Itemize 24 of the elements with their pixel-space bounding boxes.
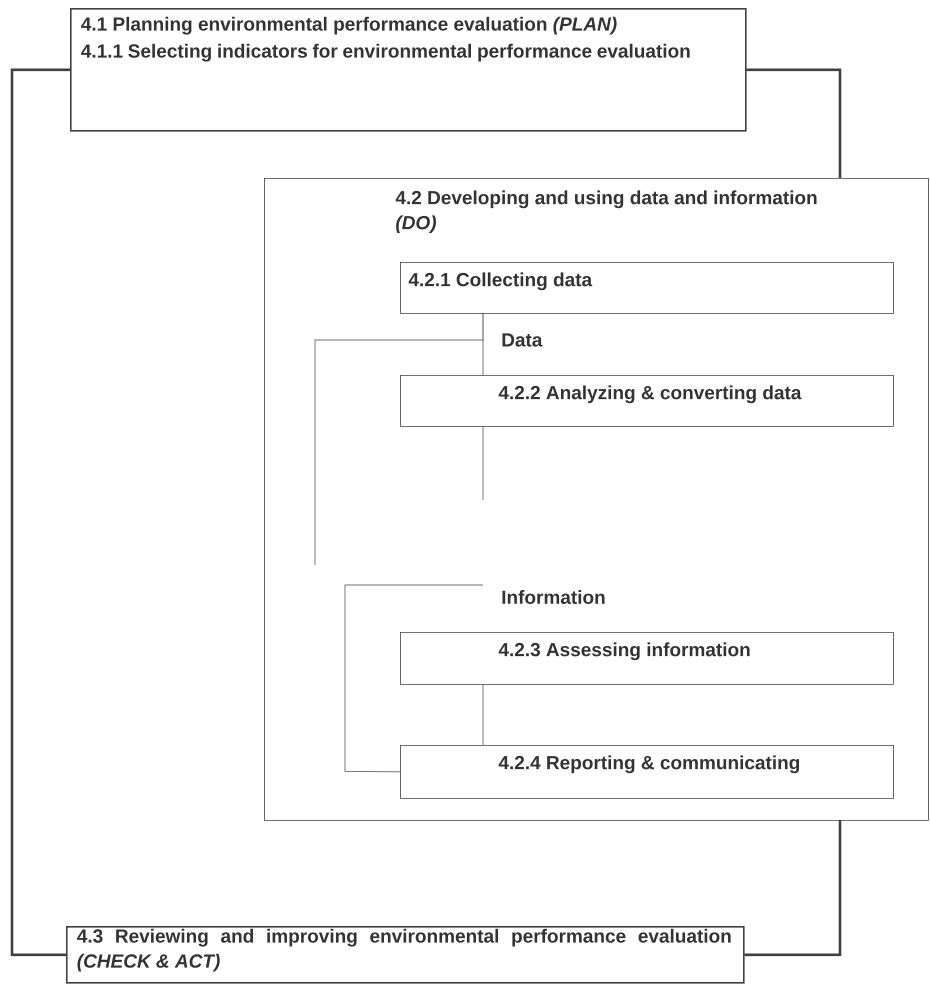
connector-line [746,68,842,178]
process-box [400,632,894,685]
heading-text: 4.2.2 Analyzing & converting data [498,385,802,404]
process-box [66,926,745,984]
process-box [400,745,894,799]
connector-line [314,312,484,566]
process-box [400,375,894,427]
heading-text: 4.2.4 Reporting & communicating [498,755,800,774]
connector-line [482,426,484,500]
connector-line [482,684,484,746]
heading-text: 4.2.3 Assessing information [498,642,750,660]
section-box [264,178,929,821]
heading-text: 4.3 Reviewing and improving environmental performance evaluation (CHECK & ACT) [77,928,731,972]
heading-text: 4.1 Planning environmental performance evaluation (PLAN) [81,16,617,35]
connector-line [344,584,484,772]
flow-label: Data [502,333,542,347]
process-box [400,262,894,314]
connector-line [10,68,70,956]
connector-line [744,820,842,956]
heading-text: 4.2.1 Collecting data [408,272,592,290]
process-box [70,8,747,132]
heading-text: 4.2 Developing and using data and information (DO) [396,190,816,234]
heading-text: 4.1.1 Selecting indicators for environmental performance evaluation [81,44,690,62]
flow-label: Information [502,590,605,604]
